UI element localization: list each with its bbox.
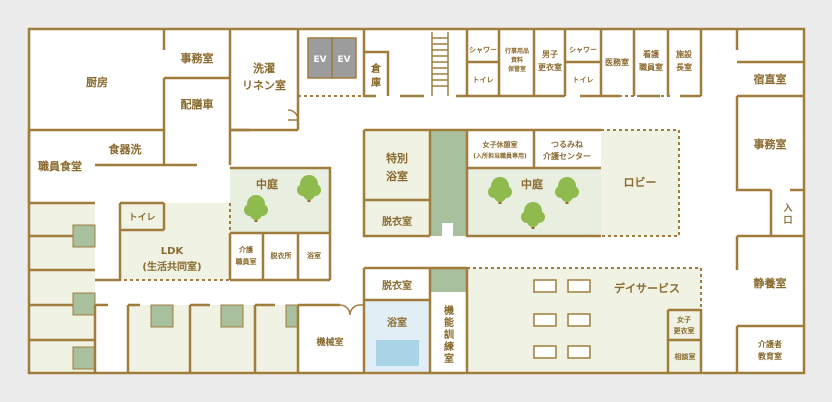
ldk-area	[120, 203, 230, 280]
entrance-2: 口	[783, 215, 792, 226]
room-lobby: ロビー	[624, 175, 657, 189]
room-supplies-3: 保管室	[507, 65, 526, 73]
room-toilet-1: トイレ	[473, 76, 494, 84]
room-tsurumine-2: 介護センター	[542, 151, 591, 161]
room-ldk-2: (生活共同室)	[142, 260, 201, 273]
room-care-staff-2: 職員室	[236, 257, 257, 266]
bed-block	[220, 304, 244, 328]
elevator-2-icon	[331, 37, 357, 79]
table-icon	[533, 345, 557, 359]
table-icon	[533, 279, 557, 293]
room-courtyard-left: 中庭	[256, 177, 278, 191]
room-shower-1: シャワー	[469, 46, 497, 54]
stairs-icon	[431, 32, 449, 96]
room-special-bath-2: 浴室	[386, 169, 408, 183]
ev-1-label: EV	[313, 55, 326, 65]
elevator-1-icon	[307, 37, 333, 79]
room-office-left: 事務室	[181, 51, 214, 65]
entrance-1: 入	[782, 203, 792, 214]
room-laundry-2: リネン室	[242, 78, 286, 92]
room-laundry-1: 洗濯	[253, 61, 275, 75]
room-toilet-2: トイレ	[573, 76, 594, 84]
walls	[27, 27, 806, 375]
room-serving-cart: 配膳車	[181, 97, 214, 111]
room-function-5: 室	[444, 352, 454, 365]
room-caregiver-edu-2: 教育室	[757, 351, 782, 361]
room-quiet: 静養室	[754, 276, 787, 290]
corridor-strip-lower	[430, 268, 467, 292]
room-nurse-1: 看護	[642, 49, 660, 59]
room-office-right: 事務室	[754, 137, 787, 151]
bed-block	[285, 304, 299, 328]
bed-block	[72, 292, 96, 316]
tree-icon	[244, 195, 268, 222]
room-dish-washing: 食器洗	[109, 142, 142, 156]
room-function-4: 練	[444, 340, 454, 353]
room-womens-rest-2: (入所担当職員専用)	[473, 152, 527, 160]
room-director-2: 長室	[676, 62, 692, 72]
room-tsurumine-1: つるみね	[551, 140, 583, 149]
day-service-tables	[533, 279, 591, 359]
room-machine: 機械室	[316, 336, 343, 348]
room-consultation: 相談室	[675, 352, 696, 361]
tree-icon	[521, 202, 545, 229]
room-bath-lower: 浴室	[387, 316, 407, 329]
room-undress-small: 脱衣所	[271, 251, 292, 260]
special-bath-area	[364, 130, 430, 236]
room-supplies-1: 行事用品	[504, 47, 529, 55]
table-icon	[567, 313, 591, 327]
room-bath-small: 浴室	[307, 251, 321, 260]
room-shower-2: シャワー	[569, 46, 597, 54]
room-storage-2: 庫	[371, 76, 381, 89]
bed-block	[72, 346, 96, 370]
corridor-door	[442, 223, 453, 236]
bathtub-icon	[376, 340, 419, 366]
room-supplies-2: 資料	[511, 56, 523, 64]
room-undress-lower: 脱衣室	[382, 279, 412, 292]
table-icon	[533, 313, 557, 327]
room-caregiver-edu-1: 介護者	[757, 339, 782, 349]
room-storage-1: 倉	[370, 62, 382, 75]
room-mens-locker-2: 更衣室	[538, 62, 562, 72]
room-undress-upper: 脱衣室	[382, 215, 412, 228]
tree-icon	[488, 177, 512, 204]
tree-icon	[297, 175, 321, 202]
room-function-1: 機	[444, 304, 454, 317]
bed-blocks	[72, 224, 299, 370]
bed-block	[150, 304, 174, 328]
room-womens-locker-2: 更衣室	[674, 326, 695, 335]
room-toilet-3: トイレ	[128, 212, 155, 223]
tree-icon	[555, 177, 579, 204]
trees	[244, 175, 579, 229]
room-director-1: 施設	[676, 49, 693, 59]
room-day-service: デイサービス	[614, 281, 680, 295]
bed-block	[72, 224, 96, 248]
room-staff-dining: 職員食堂	[38, 159, 82, 173]
lobby-area	[601, 130, 679, 236]
room-care-staff-1: 介護	[238, 245, 254, 254]
room-function-2: 能	[444, 316, 454, 329]
room-labels: 厨房 事務室 配膳車 洗濯 リネン室 EV EV 倉 庫 シャワー トイレ 行事…	[38, 46, 793, 365]
room-kitchen: 厨房	[86, 75, 108, 89]
room-ldk-1: LDK	[161, 246, 185, 257]
room-special-bath-1: 特別	[386, 151, 408, 165]
room-womens-rest-1: 女子休憩室	[483, 140, 518, 149]
corridor-strip-upper	[430, 130, 467, 236]
room-function-3: 訓	[444, 328, 454, 341]
room-medical: 医務室	[605, 57, 629, 67]
room-mens-locker-1: 男子	[542, 50, 558, 59]
room-courtyard-center: 中庭	[521, 177, 543, 191]
room-womens-locker-1: 女子	[677, 315, 691, 324]
table-icon	[567, 345, 591, 359]
ev-2-label: EV	[337, 55, 350, 65]
table-icon	[567, 279, 591, 293]
room-nurse-2: 職員室	[639, 62, 663, 72]
room-duty: 宿直室	[754, 72, 787, 86]
